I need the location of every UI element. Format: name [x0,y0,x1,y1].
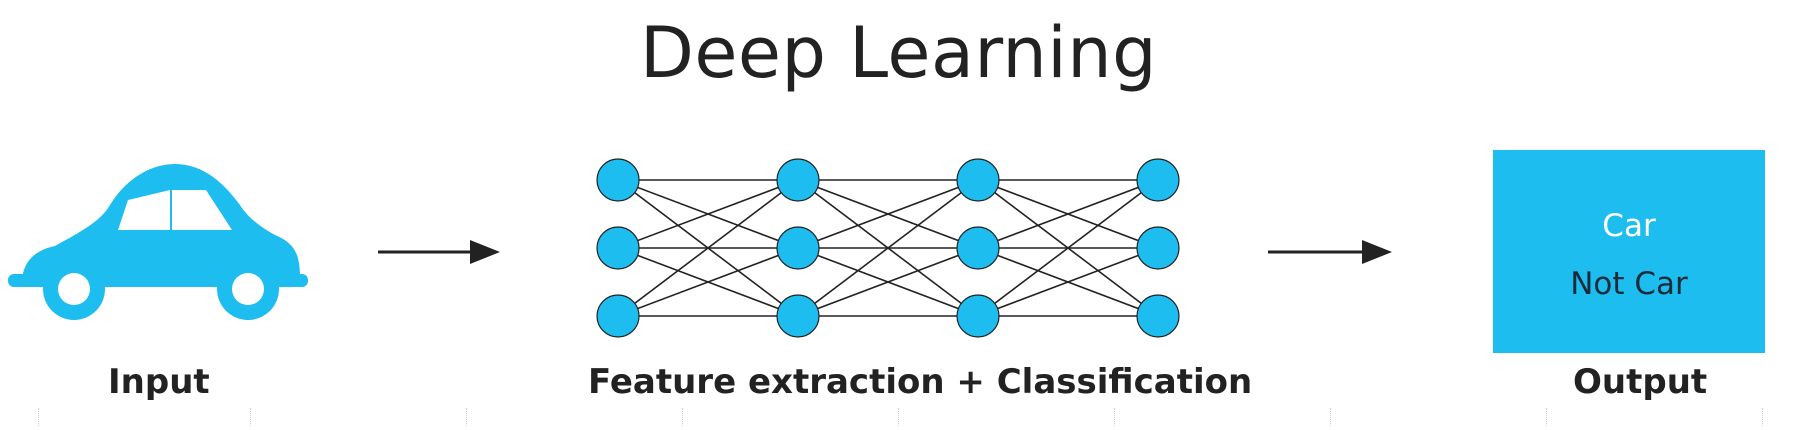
network-node [1136,158,1180,202]
tick-mark [1762,408,1764,426]
tick-mark [1114,408,1116,426]
network-nodes [596,158,1180,338]
feature-extraction-label: Feature extraction + Classification [588,362,1253,402]
arrow-right-icon [1268,240,1392,264]
tick-mark [1546,408,1548,426]
network-node [596,294,640,338]
car-icon [8,164,308,320]
network-edge [617,179,799,317]
network-edge [977,247,1159,317]
arrow-right-icon [378,240,500,264]
output-item-car: Car [1602,208,1656,244]
network-node [596,158,640,202]
network-edge [617,247,799,317]
network-edge [797,247,979,317]
network-edge [977,179,1159,317]
network-edges [617,179,1159,317]
diagram-title: Deep Learning [639,12,1158,94]
network-node [956,226,1000,270]
network-node [776,226,820,270]
output-label: Output [1573,362,1708,402]
network-edge [977,179,1159,249]
network-edge [797,179,979,317]
tick-mark [1330,408,1332,426]
output-item-not-car: Not Car [1570,266,1688,302]
network-node [956,294,1000,338]
network-node [776,294,820,338]
tick-mark [682,408,684,426]
network-node [776,158,820,202]
tick-mark [38,408,40,426]
tick-mark [466,408,468,426]
input-label: Input [108,362,210,402]
tick-mark [250,408,252,426]
network-node [956,158,1000,202]
output-box: Car Not Car [1493,150,1765,353]
network-edge [797,179,979,249]
network-node [596,226,640,270]
tick-mark [898,408,900,426]
network-edge [617,179,799,249]
network-node [1136,226,1180,270]
network-node [1136,294,1180,338]
